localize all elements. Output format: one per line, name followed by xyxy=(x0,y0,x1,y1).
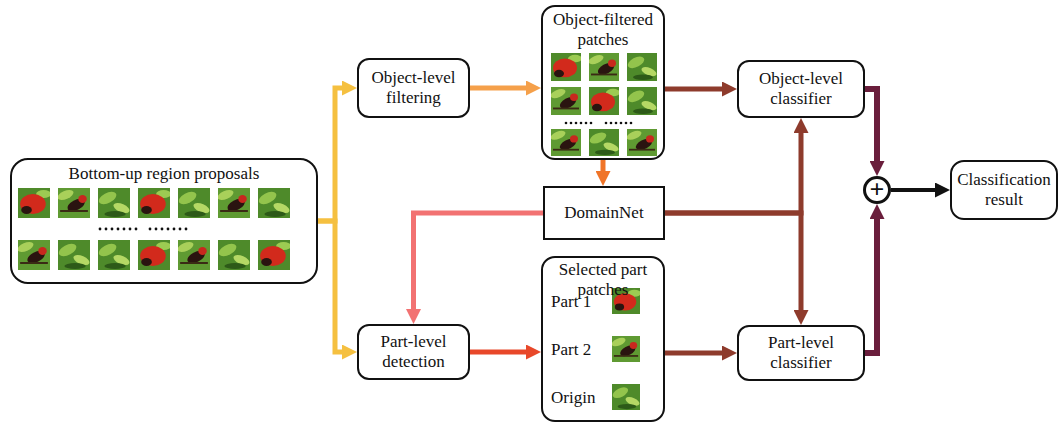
node-label: Bottom-up region proposals xyxy=(69,164,260,184)
connector-arrow xyxy=(865,212,877,353)
part-label: Origin xyxy=(551,388,595,408)
patch-thumbnail xyxy=(626,53,658,81)
patch-thumbnail xyxy=(16,240,50,270)
connector-arrow xyxy=(665,87,729,92)
patch-thumbnail xyxy=(549,129,581,156)
connector-arrow xyxy=(318,88,349,221)
node-label: Part-level classifier xyxy=(743,333,859,373)
connector-arrow xyxy=(470,86,533,91)
patch-thumbnail xyxy=(138,240,171,270)
connector-arrow xyxy=(665,126,801,213)
patch-thumbnail xyxy=(18,188,51,218)
connector-arrow xyxy=(891,188,942,192)
patch-panel: Selected part patchesPart 1Part 2Origin xyxy=(541,256,665,422)
node-label: Object-filtered patches xyxy=(546,10,660,50)
classifier-box: Object-level classifier xyxy=(737,60,865,118)
patch-thumbnail xyxy=(217,240,251,270)
patch-thumbnail xyxy=(176,240,210,270)
connector-arrow xyxy=(865,89,877,168)
patch-thumbnail xyxy=(97,188,131,218)
connector-arrow xyxy=(318,221,349,352)
node-label: Object-level classifier xyxy=(743,69,859,109)
patch-thumbnail xyxy=(611,384,641,410)
patch-thumbnail xyxy=(257,188,291,218)
patch-thumbnail xyxy=(258,240,291,270)
connector-arrow xyxy=(470,350,533,355)
network-box: DomainNet xyxy=(543,186,665,240)
patch-thumbnail xyxy=(57,240,91,270)
patch-thumbnail xyxy=(626,87,658,115)
node-label: Classification result xyxy=(955,170,1053,210)
node-label: Part-level detection xyxy=(363,332,464,372)
patch-thumbnail xyxy=(625,129,657,156)
connector-arrow xyxy=(665,351,729,356)
patch-thumbnail xyxy=(97,240,131,270)
patch-thumbnail xyxy=(138,188,171,218)
patch-thumbnail xyxy=(588,129,620,156)
node-label: DomainNet xyxy=(564,203,643,223)
part-label: Part 1 xyxy=(551,292,591,312)
connector-arrow xyxy=(665,213,801,317)
patch-thumbnail xyxy=(610,336,640,362)
output-box: Classification result xyxy=(950,160,1058,220)
part-label: Part 2 xyxy=(551,340,591,360)
node-label: Object-level filtering xyxy=(363,68,464,108)
ellipsis-dots xyxy=(99,228,188,231)
process-box: Part-level detection xyxy=(357,324,470,380)
patch-thumbnail xyxy=(587,53,619,81)
connector-arrow xyxy=(414,213,544,316)
node-label: + xyxy=(870,179,885,201)
patch-thumbnail xyxy=(216,188,250,218)
patch-thumbnail xyxy=(56,188,90,218)
patch-panel: Object-filtered patches xyxy=(541,5,665,160)
input-panel: Bottom-up region proposals xyxy=(10,158,318,284)
connector-arrow xyxy=(601,160,606,178)
patch-thumbnail xyxy=(551,53,582,81)
classifier-box: Part-level classifier xyxy=(737,325,865,381)
sum-symbol: + xyxy=(863,176,891,204)
patch-thumbnail xyxy=(589,87,620,115)
process-box: Object-level filtering xyxy=(357,58,470,118)
ellipsis-dots xyxy=(565,122,633,125)
patch-thumbnail xyxy=(177,188,211,218)
patch-thumbnail xyxy=(549,87,581,115)
